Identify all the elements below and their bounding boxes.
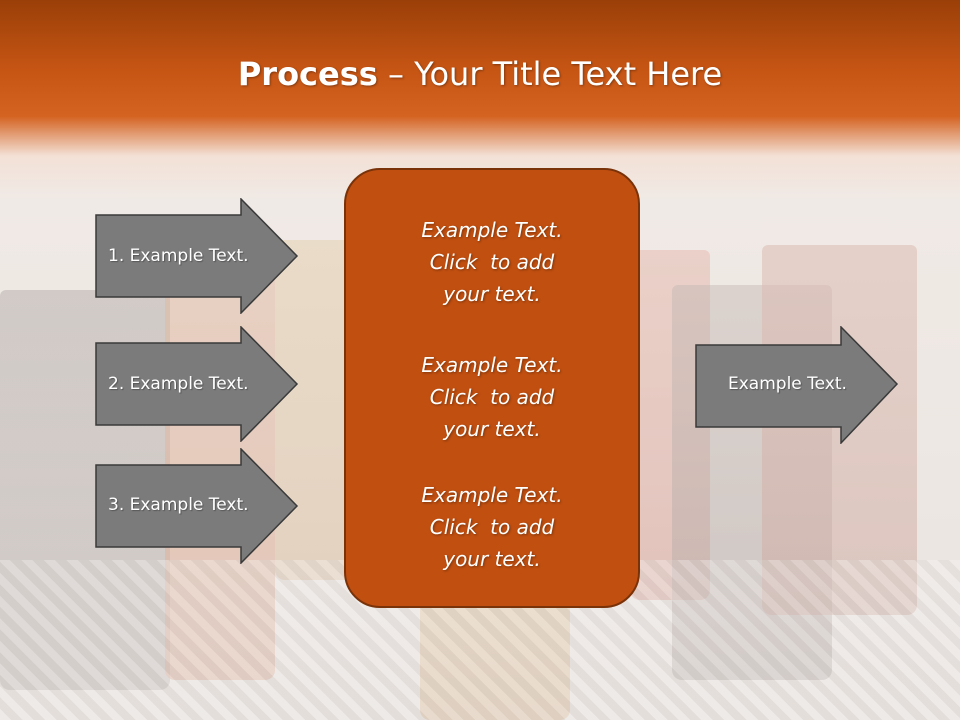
title-rest-part: – Your Title Text Here xyxy=(377,55,723,93)
step-arrow-3[interactable]: 3. Example Text. xyxy=(95,448,299,564)
header-band xyxy=(0,0,960,200)
result-arrow-label: Example Text. xyxy=(728,374,847,394)
center-text-box[interactable]: Example Text. Click to add your text. Ex… xyxy=(344,168,640,608)
center-text-item-2[interactable]: Example Text. Click to add your text. xyxy=(346,349,638,445)
arrow-right-icon xyxy=(95,198,299,314)
drink-glass xyxy=(275,240,355,580)
drink-glass xyxy=(762,245,917,615)
center-line: your text. xyxy=(443,417,541,441)
center-line: Example Text. xyxy=(421,353,563,377)
step-arrow-label: 2. Example Text. xyxy=(108,374,249,394)
step-arrow-2[interactable]: 2. Example Text. xyxy=(95,326,299,442)
arrow-right-icon xyxy=(95,448,299,564)
center-line: your text. xyxy=(443,282,541,306)
center-line: Click to add xyxy=(429,250,555,274)
center-line: your text. xyxy=(443,547,541,571)
arrow-right-icon xyxy=(695,326,899,444)
result-arrow[interactable]: Example Text. xyxy=(695,326,899,444)
step-arrow-label: 1. Example Text. xyxy=(108,246,249,266)
center-line: Example Text. xyxy=(421,483,563,507)
step-arrow-1[interactable]: 1. Example Text. xyxy=(95,198,299,314)
step-arrow-label: 3. Example Text. xyxy=(108,495,249,515)
center-line: Example Text. xyxy=(421,218,563,242)
center-line: Click to add xyxy=(429,515,555,539)
center-text-item-3[interactable]: Example Text. Click to add your text. xyxy=(346,479,638,575)
title-bold-part: Process xyxy=(237,55,378,93)
slide-title[interactable]: Process – Your Title Text Here xyxy=(0,52,960,96)
arrow-right-icon xyxy=(95,326,299,442)
center-line: Click to add xyxy=(429,385,555,409)
center-text-item-1[interactable]: Example Text. Click to add your text. xyxy=(346,214,638,310)
